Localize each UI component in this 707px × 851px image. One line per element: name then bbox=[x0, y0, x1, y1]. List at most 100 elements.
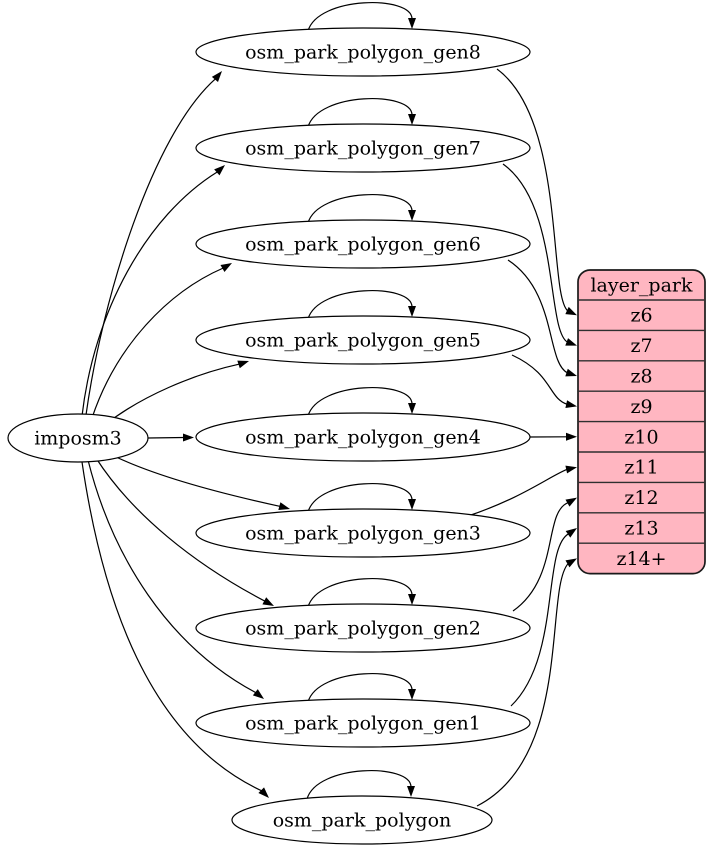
layer-record-row-z8: z8 bbox=[630, 366, 652, 388]
table-node-ellipse bbox=[195, 27, 531, 77]
edge-osm_park_polygon_gen8-self-loop-arrowhead-icon bbox=[408, 18, 416, 29]
edge-osm_park_polygon_gen1-self-loop bbox=[307, 673, 416, 703]
edge-osm_park_polygon_gen5-to-z9 bbox=[511, 354, 577, 409]
table-node-osm_park_polygon_gen6: osm_park_polygon_gen6 bbox=[195, 219, 531, 269]
edge-osm_park_polygon_gen5-self-loop bbox=[307, 290, 416, 320]
edges-layer bbox=[81, 2, 577, 807]
edge-imposm3-to-osm_park_polygon_gen6-arrowhead-icon bbox=[220, 263, 232, 272]
layer-record-row-z13: z13 bbox=[624, 518, 658, 540]
edge-osm_park_polygon_gen1-self-loop-arrowhead-icon bbox=[408, 689, 416, 700]
edge-osm_park_polygon-to-z14+-path bbox=[476, 562, 569, 807]
edge-imposm3-to-osm_park_polygon-arrowhead-icon bbox=[258, 787, 269, 798]
edge-osm_park_polygon-self-loop-arrowhead-icon bbox=[407, 786, 415, 797]
source-node-label: imposm3 bbox=[34, 428, 122, 450]
table-node-ellipse bbox=[195, 315, 531, 365]
edge-osm_park_polygon_gen4-self-loop-arrowhead-icon bbox=[408, 403, 416, 414]
table-node-osm_park_polygon_gen8: osm_park_polygon_gen8 bbox=[195, 27, 531, 77]
edge-imposm3-to-osm_park_polygon_gen7-path bbox=[81, 171, 218, 417]
edge-osm_park_polygon_gen8-self-loop-path bbox=[307, 2, 413, 32]
edge-osm_park_polygon_gen1-to-z13 bbox=[510, 528, 577, 707]
edge-osm_park_polygon_gen5-self-loop-path bbox=[307, 290, 413, 320]
edge-imposm3-to-osm_park_polygon_gen4-path bbox=[147, 436, 185, 439]
edge-osm_park_polygon_gen6-self-loop-path bbox=[307, 194, 413, 224]
table-node-ellipse bbox=[195, 698, 531, 748]
edge-osm_park_polygon_gen5-self-loop-arrowhead-icon bbox=[408, 306, 416, 317]
layer-record-row-z10: z10 bbox=[624, 426, 658, 448]
edge-osm_park_polygon_gen4-self-loop-path bbox=[307, 387, 413, 417]
table-node-label: osm_park_polygon_gen6 bbox=[245, 234, 481, 256]
edge-imposm3-to-osm_park_polygon_gen4-arrowhead-icon bbox=[183, 433, 194, 442]
edge-osm_park_polygon-self-loop bbox=[306, 770, 415, 800]
edge-osm_park_polygon_gen6-self-loop-arrowhead-icon bbox=[408, 210, 416, 221]
edge-imposm3-to-osm_park_polygon_gen5-arrowhead-icon bbox=[237, 360, 249, 369]
table-node-osm_park_polygon: osm_park_polygon bbox=[231, 795, 493, 845]
table-node-label: osm_park_polygon_gen3 bbox=[245, 523, 481, 545]
edge-osm_park_polygon_gen3-self-loop-arrowhead-icon bbox=[408, 499, 416, 510]
table-node-osm_park_polygon_gen5: osm_park_polygon_gen5 bbox=[195, 315, 531, 365]
edge-imposm3-to-osm_park_polygon-path bbox=[81, 461, 263, 792]
edge-osm_park_polygon_gen2-to-z12-arrowhead-icon bbox=[565, 497, 577, 507]
table-node-osm_park_polygon_gen3: osm_park_polygon_gen3 bbox=[195, 508, 531, 558]
edge-imposm3-to-osm_park_polygon_gen7-arrowhead-icon bbox=[214, 165, 225, 176]
table-node-ellipse bbox=[195, 219, 531, 269]
edge-imposm3-to-osm_park_polygon_gen7 bbox=[81, 165, 225, 417]
edge-osm_park_polygon_gen3-to-z11-arrowhead-icon bbox=[565, 465, 577, 474]
edge-imposm3-to-osm_park_polygon_gen8 bbox=[85, 71, 222, 416]
table-node-ellipse bbox=[195, 412, 531, 462]
table-node-ellipse bbox=[195, 508, 531, 558]
edge-osm_park_polygon_gen6-to-z8-arrowhead-icon bbox=[565, 368, 577, 377]
table-node-osm_park_polygon_gen2: osm_park_polygon_gen2 bbox=[195, 603, 531, 653]
edge-imposm3-to-osm_park_polygon_gen2-path bbox=[95, 457, 266, 602]
source-node-ellipse bbox=[7, 413, 149, 463]
edge-osm_park_polygon_gen6-self-loop bbox=[307, 194, 416, 224]
edge-osm_park_polygon_gen7-to-z7 bbox=[502, 163, 577, 346]
edge-osm_park_polygon_gen3-self-loop-path bbox=[307, 483, 413, 513]
layer-record-row-z9: z9 bbox=[630, 396, 652, 418]
edge-osm_park_polygon_gen8-self-loop bbox=[307, 2, 416, 32]
layer-record-row-z14+: z14+ bbox=[616, 548, 666, 570]
edge-osm_park_polygon_gen6-to-z8 bbox=[507, 259, 577, 377]
table-node-label: osm_park_polygon_gen2 bbox=[245, 618, 481, 640]
edge-osm_park_polygon_gen2-to-z12 bbox=[512, 497, 577, 612]
edge-imposm3-to-osm_park_polygon_gen2-arrowhead-icon bbox=[262, 597, 274, 606]
edge-osm_park_polygon_gen3-to-z11-path bbox=[467, 468, 568, 517]
edge-osm_park_polygon_gen7-self-loop-path bbox=[307, 98, 413, 128]
edge-osm_park_polygon_gen8-to-z6-arrowhead-icon bbox=[565, 306, 577, 316]
table-node-osm_park_polygon_gen1: osm_park_polygon_gen1 bbox=[195, 698, 531, 748]
edge-imposm3-to-osm_park_polygon_gen8-arrowhead-icon bbox=[211, 71, 222, 82]
edge-osm_park_polygon_gen2-to-z12-path bbox=[512, 502, 569, 612]
table-node-osm_park_polygon_gen4: osm_park_polygon_gen4 bbox=[195, 412, 531, 462]
edge-imposm3-to-osm_park_polygon_gen5-path bbox=[105, 363, 240, 425]
edge-imposm3-to-osm_park_polygon_gen1 bbox=[87, 459, 264, 699]
table-node-label: osm_park_polygon_gen7 bbox=[245, 138, 481, 160]
edge-osm_park_polygon_gen7-self-loop bbox=[307, 98, 416, 128]
edge-osm_park_polygon_gen2-self-loop-arrowhead-icon bbox=[408, 594, 416, 605]
edge-osm_park_polygon_gen2-self-loop bbox=[307, 578, 416, 608]
edge-osm_park_polygon_gen1-to-z13-path bbox=[510, 533, 570, 707]
edge-osm_park_polygon_gen8-to-z6-path bbox=[496, 68, 569, 312]
table-node-label: osm_park_polygon_gen1 bbox=[245, 713, 481, 735]
edge-osm_park_polygon-self-loop-path bbox=[306, 770, 412, 800]
table-node-ellipse bbox=[195, 603, 531, 653]
layer-record-row-z7: z7 bbox=[630, 335, 652, 357]
table-node-osm_park_polygon_gen7: osm_park_polygon_gen7 bbox=[195, 123, 531, 173]
edge-osm_park_polygon_gen3-self-loop bbox=[307, 483, 416, 513]
edge-imposm3-to-osm_park_polygon_gen6-path bbox=[91, 267, 224, 419]
edge-osm_park_polygon_gen7-self-loop-arrowhead-icon bbox=[408, 114, 416, 125]
edge-osm_park_polygon_gen7-to-z7-path bbox=[502, 163, 568, 343]
edge-osm_park_polygon_gen4-to-z10-arrowhead-icon bbox=[566, 432, 577, 441]
edge-imposm3-to-osm_park_polygon_gen1-arrowhead-icon bbox=[252, 689, 264, 699]
table-node-ellipse bbox=[231, 795, 493, 845]
edge-osm_park_polygon-to-z14+ bbox=[476, 558, 577, 807]
edge-imposm3-to-osm_park_polygon_gen6 bbox=[91, 263, 232, 419]
table-node-ellipse bbox=[195, 123, 531, 173]
edge-imposm3-to-osm_park_polygon_gen4 bbox=[147, 433, 194, 442]
edge-osm_park_polygon_gen5-to-z9-arrowhead-icon bbox=[565, 400, 577, 409]
layer-record-title: layer_park bbox=[590, 275, 693, 297]
edge-imposm3-to-osm_park_polygon_gen2 bbox=[95, 457, 274, 606]
edge-imposm3-to-osm_park_polygon_gen3 bbox=[105, 451, 290, 511]
source-node-imposm3: imposm3 bbox=[7, 413, 149, 463]
edge-imposm3-to-osm_park_polygon_gen1-path bbox=[87, 459, 257, 694]
